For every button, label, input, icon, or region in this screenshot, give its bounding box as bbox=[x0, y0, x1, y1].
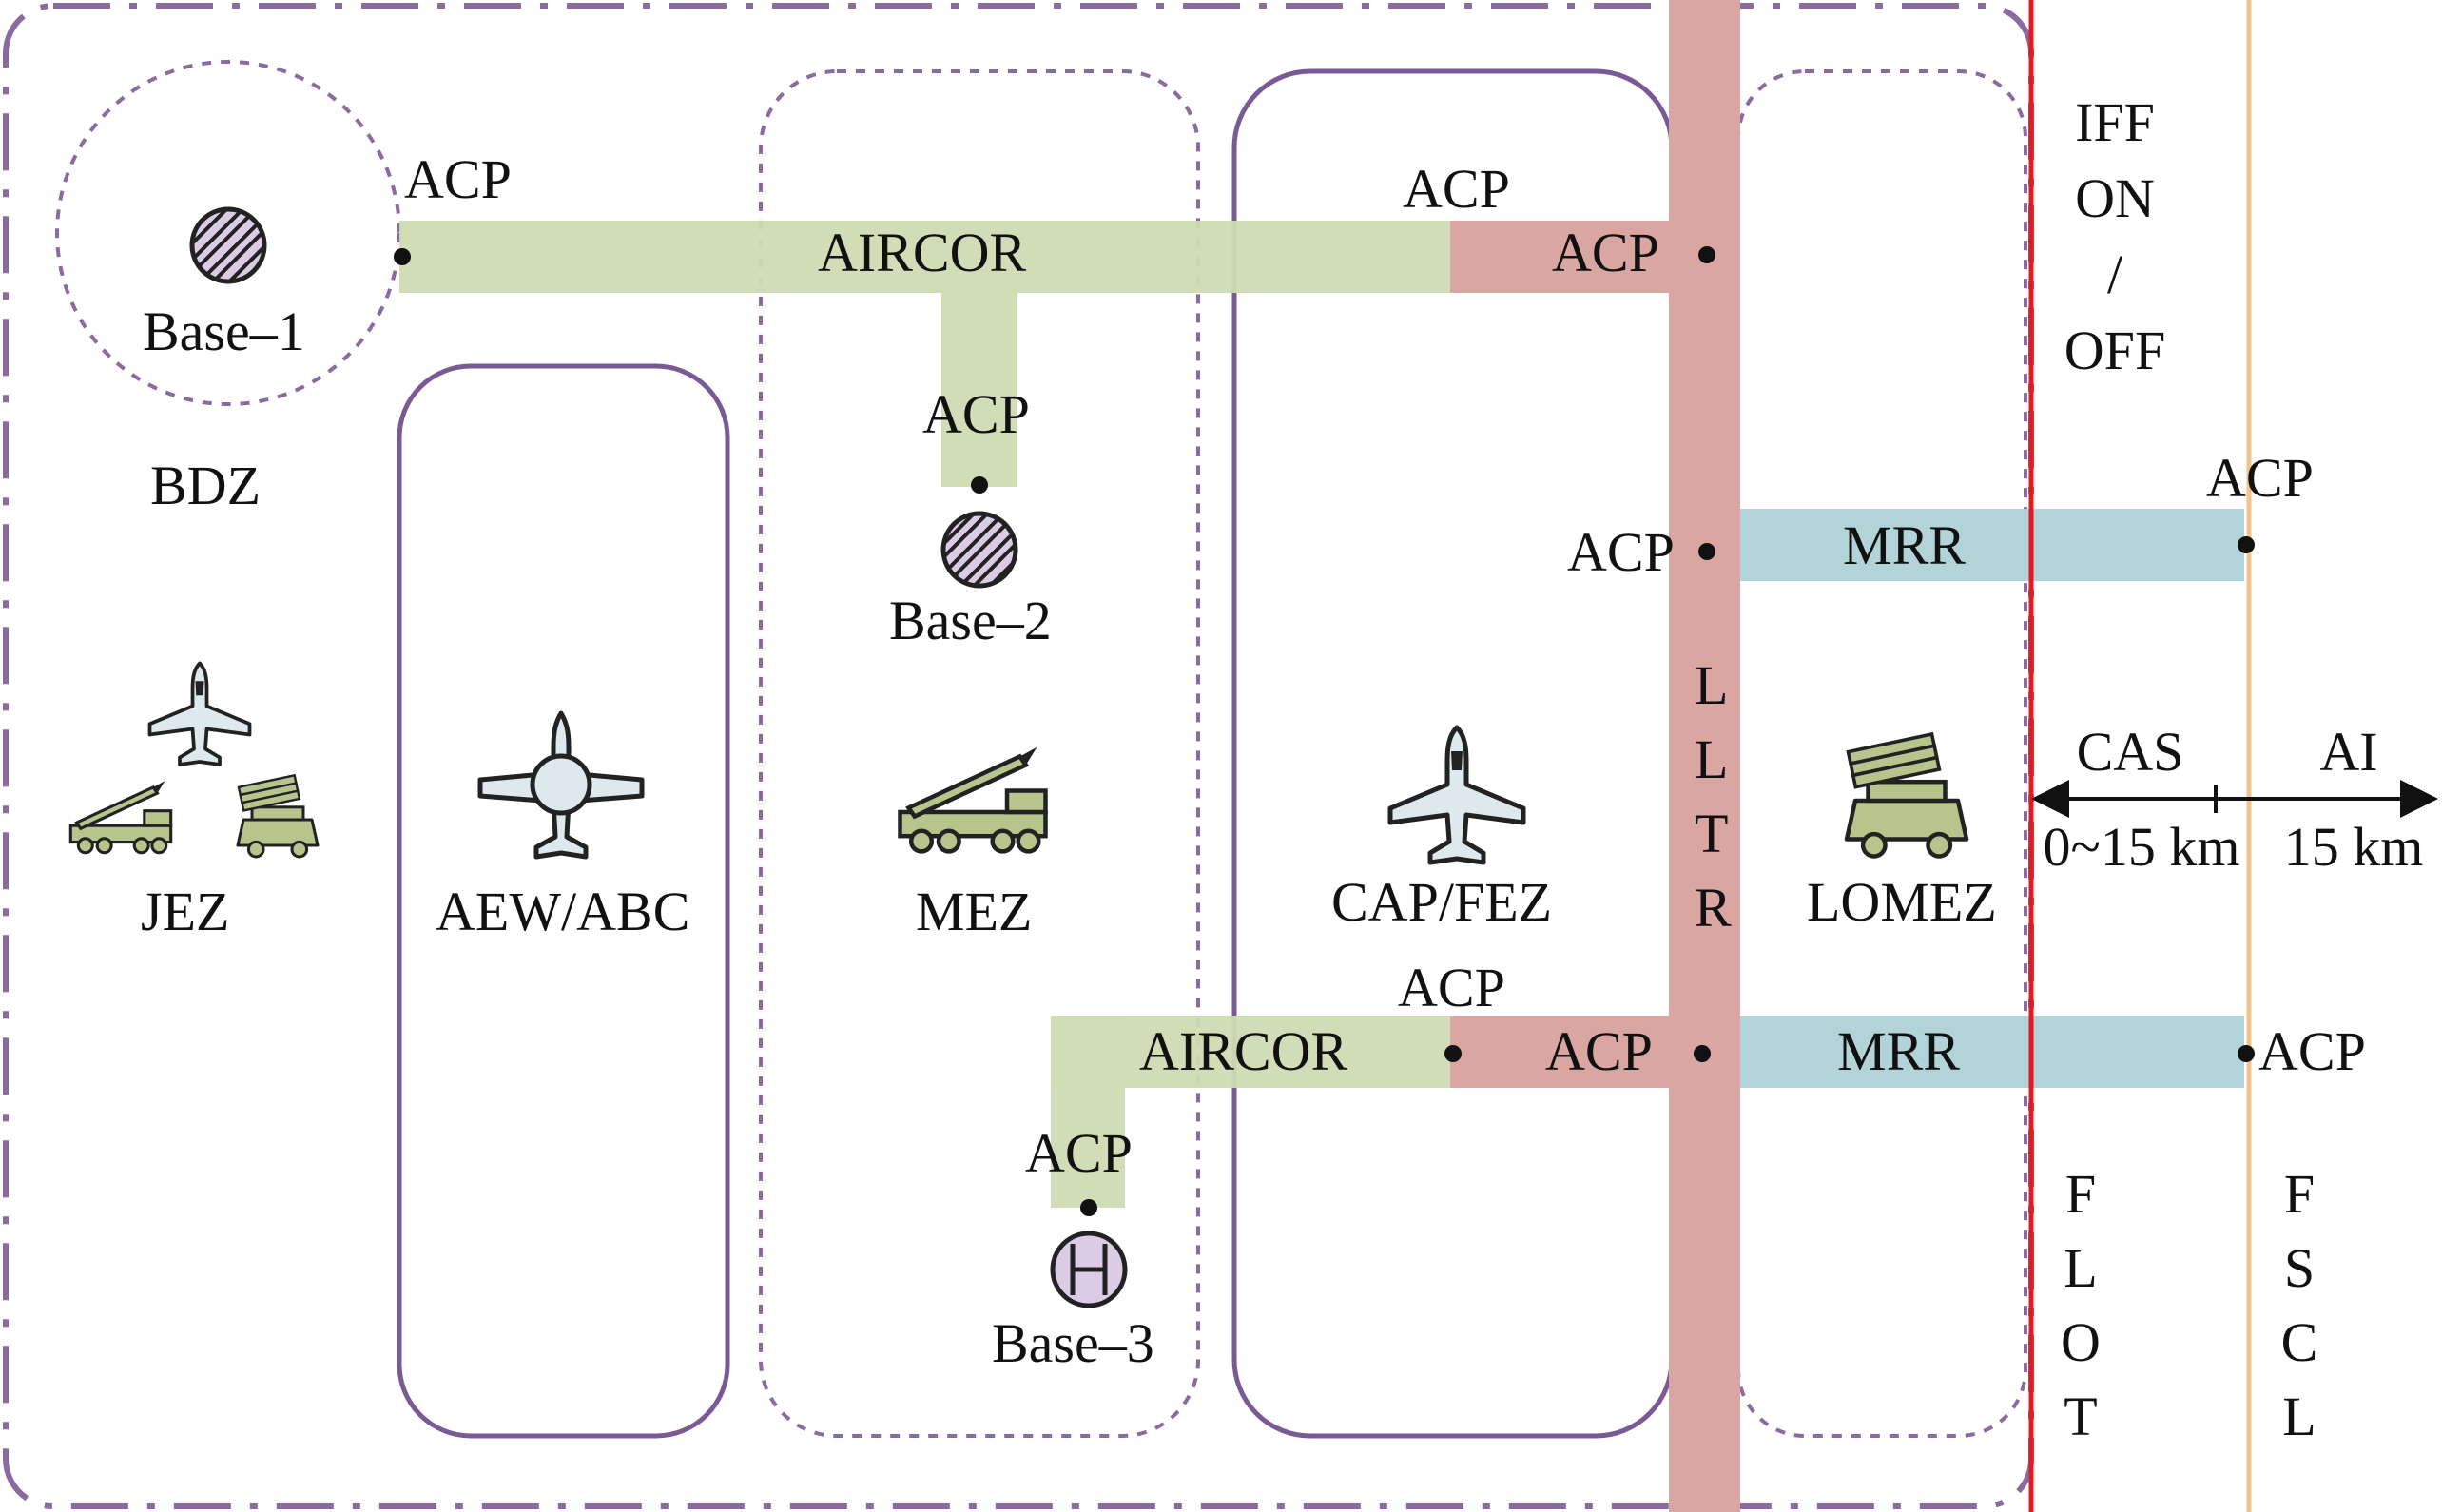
acp-point bbox=[971, 476, 988, 494]
base1-icon bbox=[189, 206, 267, 284]
svg-text:R: R bbox=[1695, 877, 1732, 939]
base2-label: Base–2 bbox=[889, 590, 1052, 651]
svg-text:/: / bbox=[2107, 243, 2123, 305]
base2-icon bbox=[940, 511, 1018, 589]
svg-text:OFF: OFF bbox=[2064, 320, 2165, 381]
aircor-top-corridor bbox=[399, 221, 1450, 293]
acp-label: ACP bbox=[922, 383, 1030, 445]
acp-top-red-segment bbox=[1450, 221, 1669, 293]
aircor-top-branch bbox=[941, 276, 1018, 487]
awacs-aircraft-icon bbox=[477, 710, 645, 860]
acp-label: ACP bbox=[2258, 1020, 2366, 1082]
svg-text:L: L bbox=[2282, 1386, 2316, 1447]
acp-label: ACP bbox=[404, 148, 512, 210]
svg-text:O: O bbox=[2061, 1311, 2101, 1373]
fighter-jet-icon bbox=[1390, 727, 1523, 863]
missile-launcher-truck-icon bbox=[68, 779, 173, 855]
ai-label: AI bbox=[2319, 721, 2377, 783]
aew-abc-zone bbox=[397, 363, 730, 1439]
svg-text:F: F bbox=[2284, 1163, 2315, 1225]
flot-label: F L O T bbox=[2061, 1163, 2101, 1447]
mrr-bottom-corridor bbox=[1740, 1016, 2244, 1088]
svg-text:IFF: IFF bbox=[2075, 91, 2155, 153]
acp-point bbox=[2238, 536, 2255, 553]
sam-launcher-vehicle-icon bbox=[1847, 734, 1967, 857]
mez-zone bbox=[759, 69, 1200, 1438]
ai-range-label: 15 km bbox=[2284, 816, 2424, 878]
acp-point bbox=[1698, 246, 1715, 263]
acp-point bbox=[1444, 1045, 1462, 1062]
svg-text:L: L bbox=[1695, 728, 1728, 790]
aircor-bottom-label: AIRCOR bbox=[1139, 1020, 1347, 1082]
mrr-top-label: MRR bbox=[1843, 514, 1966, 576]
acp-point bbox=[2238, 1045, 2255, 1062]
mrr-top-corridor bbox=[1740, 509, 2244, 581]
acp-label: ACP bbox=[1552, 222, 1659, 283]
cas-label: CAS bbox=[2077, 721, 2184, 783]
cap-fez-label: CAP/FEZ bbox=[1331, 871, 1552, 933]
acp-label: ACP bbox=[2206, 447, 2314, 509]
acp-label: ACP bbox=[1025, 1122, 1133, 1184]
acp-label: ACP bbox=[1403, 158, 1510, 220]
acp-point bbox=[1694, 1045, 1711, 1062]
svg-text:C: C bbox=[2281, 1311, 2318, 1373]
svg-text:L: L bbox=[2064, 1237, 2097, 1299]
acp-point bbox=[1698, 543, 1715, 560]
svg-text:T: T bbox=[2064, 1386, 2097, 1447]
acp-label: ACP bbox=[1567, 521, 1675, 583]
mrr-bottom-label: MRR bbox=[1837, 1020, 1960, 1082]
mez-label: MEZ bbox=[916, 881, 1032, 942]
acp-points bbox=[394, 246, 2255, 1216]
acp-point bbox=[1080, 1199, 1097, 1216]
missile-launcher-truck-icon bbox=[901, 747, 1046, 852]
fighter-jet-icon bbox=[147, 661, 252, 766]
acp-point bbox=[394, 248, 411, 265]
aircor-top-label: AIRCOR bbox=[818, 222, 1026, 283]
acp-label: ACP bbox=[1545, 1020, 1653, 1082]
heliport-icon bbox=[1050, 1231, 1128, 1308]
acp-label: ACP bbox=[1398, 957, 1505, 1018]
svg-text:F: F bbox=[2065, 1163, 2096, 1225]
svg-text:T: T bbox=[1695, 803, 1728, 864]
aew-abc-label: AEW/ABC bbox=[436, 881, 689, 942]
cas-range-label: 0~15 km bbox=[2044, 816, 2240, 878]
svg-text:S: S bbox=[2284, 1237, 2315, 1299]
lomez-label: LOMEZ bbox=[1807, 871, 1997, 933]
sam-launcher-vehicle-icon bbox=[236, 773, 320, 859]
aircor-bottom-branch bbox=[1051, 1016, 1125, 1208]
acp-bottom-red-segment bbox=[1450, 1016, 1669, 1088]
svg-text:ON: ON bbox=[2075, 167, 2155, 229]
bdz-label: BDZ bbox=[150, 455, 261, 516]
fscl-label: F S C L bbox=[2281, 1163, 2318, 1447]
lltr-label: L L T R bbox=[1695, 654, 1732, 939]
lomez-zone bbox=[1736, 69, 2027, 1438]
iff-label: IFF ON / OFF bbox=[2064, 91, 2165, 381]
base3-label: Base–3 bbox=[992, 1312, 1154, 1374]
base1-label: Base–1 bbox=[143, 300, 305, 362]
jez-label: JEZ bbox=[141, 881, 229, 942]
svg-text:L: L bbox=[1695, 654, 1728, 716]
